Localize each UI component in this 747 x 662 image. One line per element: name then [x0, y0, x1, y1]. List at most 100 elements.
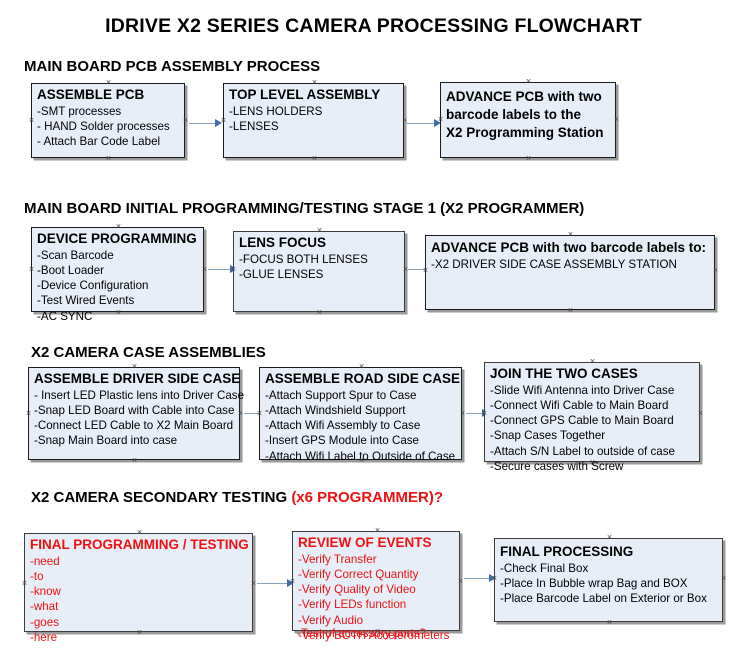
connector-handle-right-icon[interactable]: [459, 410, 466, 417]
connector-handle-right-icon[interactable]: [720, 575, 727, 582]
connector-handle-top-icon[interactable]: [567, 231, 574, 238]
box-line: -to: [30, 570, 44, 584]
connector-handle-top-icon[interactable]: [105, 79, 112, 86]
connector-handle-bottom-icon[interactable]: [358, 457, 365, 464]
box-line: -X2 DRIVER SIDE CASE ASSEMBLY STATION: [431, 257, 677, 271]
connector-handle-right-icon[interactable]: [182, 117, 189, 124]
connector-handle-left-icon[interactable]: [25, 410, 32, 417]
connector-handle-top-icon[interactable]: [316, 227, 323, 234]
box-line: -GLUE LENSES: [239, 268, 324, 282]
connector-handle-left-icon[interactable]: [481, 410, 488, 417]
connector-handle-bottom-icon[interactable]: [115, 309, 122, 316]
connector-handle-right-icon[interactable]: [712, 267, 719, 274]
connector-handle-left-icon[interactable]: [21, 580, 28, 587]
box-line: -Snap Cases Together: [490, 429, 606, 443]
connector-handle-bottom-icon[interactable]: [136, 629, 143, 636]
connector-handle-top-icon[interactable]: [358, 363, 365, 370]
connector-handle-right-icon[interactable]: [613, 116, 620, 123]
connector-handle-top-icon[interactable]: [311, 79, 318, 86]
connector-handle-left-icon[interactable]: [28, 117, 35, 124]
connector-handle-left-icon[interactable]: [289, 578, 296, 585]
process-box-assemble-road-side-case[interactable]: ASSEMBLE ROAD SIDE CASE -Attach Support …: [256, 367, 462, 463]
connector-handle-right-icon[interactable]: [697, 410, 704, 417]
connector-handle-bottom-icon[interactable]: [567, 307, 574, 314]
connector-handle-right-icon[interactable]: [201, 266, 208, 273]
connector-handle-left-icon[interactable]: [256, 410, 263, 417]
process-box-review-of-events[interactable]: REVIEW OF EVENTS -Verify Transfer -Verif…: [289, 531, 460, 642]
connector-handle-top-icon[interactable]: [374, 527, 381, 534]
box-line: -Verify LEDs function: [298, 598, 407, 612]
box-title: JOIN THE TWO CASES: [490, 366, 638, 381]
process-box-assemble-driver-side-case[interactable]: ASSEMBLE DRIVER SIDE CASE - Insert LED P…: [25, 367, 245, 460]
box-line: -LENSES: [229, 120, 279, 134]
box-line: -Slide Wifi Antenna into Driver Case: [490, 383, 675, 397]
review-of-events-overflow-line: -Test of accessory ports?: [297, 627, 426, 640]
connector-handle-right-icon[interactable]: [250, 580, 257, 587]
box-line: -Check Final Box: [500, 561, 589, 575]
box-line: -Place In Bubble wrap Bag and BOX: [500, 577, 688, 591]
process-box-advance-pcb-programming-station[interactable]: ADVANCE PCB with two barcode labels to t…: [440, 82, 616, 158]
connector-handle-top-icon[interactable]: [589, 358, 596, 365]
connector-handle-left-icon[interactable]: [422, 267, 429, 274]
connector-handle-top-icon[interactable]: [525, 78, 532, 85]
process-box-final-programming-testing[interactable]: FINAL PROGRAMMING / TESTING -need -to -k…: [21, 533, 253, 644]
process-box-device-programming[interactable]: DEVICE PROGRAMMING -Scan Barcode -Boot L…: [28, 227, 204, 323]
box-line: -Verify Audio: [298, 613, 364, 627]
process-box-join-the-two-cases[interactable]: JOIN THE TWO CASES -Slide Wifi Antenna i…: [481, 362, 700, 473]
box-line: -Scan Barcode: [37, 248, 114, 262]
connector-handle-bottom-icon[interactable]: [131, 457, 138, 464]
box-line: -SMT processes: [37, 104, 122, 118]
connector-handle-left-icon[interactable]: [491, 575, 498, 582]
box-line: - Insert LED Plastic lens into Driver Ca…: [34, 388, 245, 402]
box-line: -Attach S/N Label to outside of case: [490, 444, 675, 458]
box-line: -what: [30, 600, 59, 614]
section-heading-secondary-testing: X2 CAMERA SECONDARY TESTING (x6 PROGRAMM…: [31, 489, 443, 506]
connector-handle-bottom-icon[interactable]: [316, 309, 323, 316]
box-line: -Connect GPS Cable to Main Board: [490, 414, 674, 428]
section-heading-text: MAIN BOARD PCB ASSEMBLY PROCESS: [24, 58, 321, 75]
process-box-advance-pcb-driver-side-station[interactable]: ADVANCE PCB with two barcode labels to: …: [425, 235, 715, 310]
process-box-top-level-assembly[interactable]: TOP LEVEL ASSEMBLY -LENS HOLDERS -LENSES: [223, 83, 404, 158]
connector-handle-top-icon[interactable]: [115, 223, 122, 230]
connector-handle-bottom-icon[interactable]: [589, 459, 596, 466]
box-line: barcode labels to the: [446, 106, 582, 122]
connector-handle-right-icon[interactable]: [457, 578, 464, 585]
process-box-final-processing[interactable]: FINAL PROCESSING -Check Final Box -Place…: [494, 538, 723, 622]
box-line: -Connect LED Cable to X2 Main Board: [34, 419, 234, 433]
box-title: ASSEMBLE ROAD SIDE CASE: [265, 371, 461, 386]
connector-handle-left-icon[interactable]: [28, 266, 35, 273]
connector-handle-bottom-icon[interactable]: [105, 155, 112, 162]
process-box-lens-focus[interactable]: LENS FOCUS -FOCUS BOTH LENSES -GLUE LENS…: [233, 231, 405, 312]
section-heading-red-text: (x6 PROGRAMMER)?: [291, 489, 443, 506]
box-line: -need: [30, 554, 60, 568]
box-title: TOP LEVEL ASSEMBLY: [229, 87, 381, 102]
section-heading-pcb-assembly: MAIN BOARD PCB ASSEMBLY PROCESS: [24, 58, 320, 75]
connector-handle-bottom-icon[interactable]: [311, 155, 318, 162]
connector-handle-top-icon[interactable]: [131, 363, 138, 370]
connector-handle-bottom-icon[interactable]: [525, 155, 532, 162]
box-line: -FOCUS BOTH LENSES: [239, 252, 368, 266]
box-line: - HAND Solder processes: [37, 120, 170, 134]
box-line: X2 Programming Station: [446, 124, 604, 140]
box-line: -Boot Loader: [37, 264, 105, 278]
connector-handle-bottom-icon[interactable]: [606, 619, 613, 626]
box-line: -Snap Main Board into case: [34, 434, 178, 448]
box-line: - Attach Bar Code Label: [37, 135, 161, 149]
box-title: ASSEMBLE PCB: [37, 87, 145, 102]
connector-handle-left-icon[interactable]: [230, 266, 237, 273]
section-heading-initial-programming: MAIN BOARD INITIAL PROGRAMMING/TESTING S…: [24, 200, 584, 217]
box-title: DEVICE PROGRAMMING: [37, 231, 197, 246]
box-line: -AC SYNC: [37, 309, 93, 323]
connector-handle-top-icon[interactable]: [606, 534, 613, 541]
process-box-assemble-pcb[interactable]: ASSEMBLE PCB -SMT processes - HAND Solde…: [31, 83, 185, 158]
connector-handle-right-icon[interactable]: [237, 410, 244, 417]
box-title: FINAL PROCESSING: [500, 544, 634, 559]
connector-handle-left-icon[interactable]: [220, 117, 227, 124]
box-line: -Connect Wifi Cable to Main Board: [490, 399, 669, 413]
box-title: REVIEW OF EVENTS: [298, 535, 432, 550]
box-line: -Attach Wifi Assembly to Case: [265, 419, 421, 433]
connector-handle-left-icon[interactable]: [437, 116, 444, 123]
box-line: -here: [30, 630, 58, 644]
connector-handle-top-icon[interactable]: [136, 529, 143, 536]
box-line: -Snap LED Board with Cable into Case: [34, 404, 235, 418]
